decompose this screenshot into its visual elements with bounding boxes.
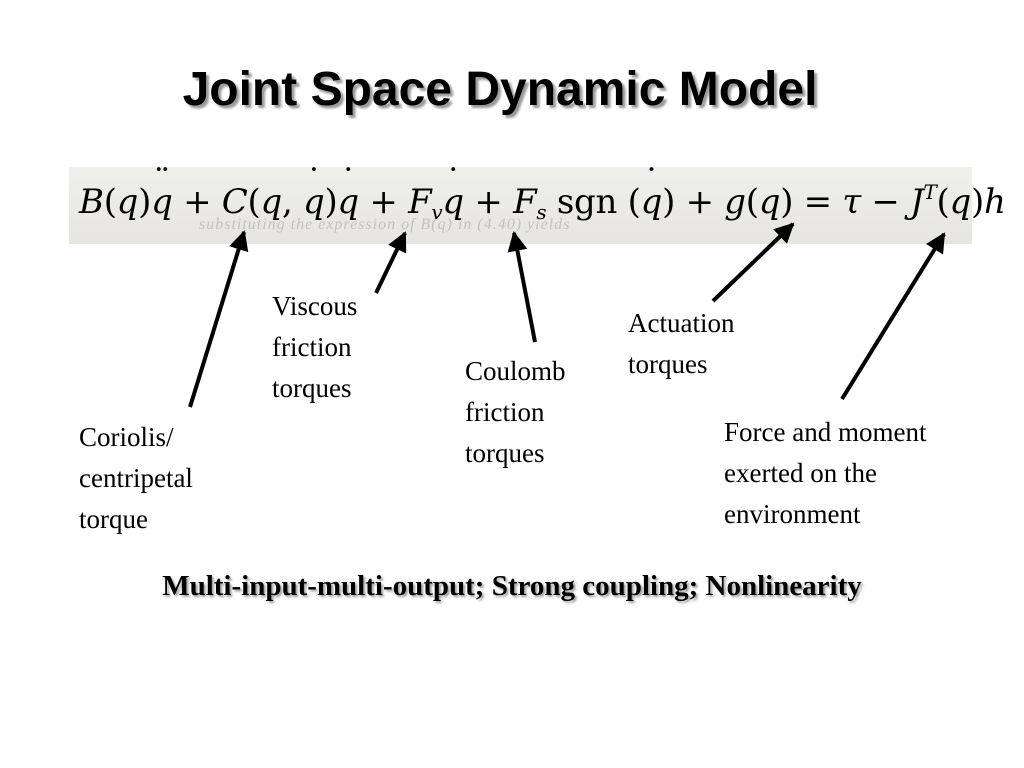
arrow-environment (840, 232, 946, 401)
arrow-coulomb (507, 231, 537, 343)
label-coriolis-torque: Coriolis/ centripetal torque (79, 422, 193, 534)
slide-footer: Multi-input-multi-output; Strong couplin… (162, 570, 862, 602)
arrow-actuation (711, 222, 795, 303)
equation-image: substituting the expression of B(q) in (… (69, 167, 1006, 244)
label-environment-force: Force and moment exerted on the environm… (724, 417, 927, 529)
label-coulomb-friction: Coulomb friction torques (465, 356, 566, 468)
slide-title: Joint Space Dynamic Model (182, 63, 818, 116)
arrow-viscous (374, 231, 407, 294)
label-actuation-torques: Actuation torques (628, 308, 735, 379)
equation-bleed-through: substituting the expression of B(q) in (… (199, 216, 571, 233)
arrow-coriolis (188, 230, 249, 408)
dynamic-equation: B(q)q + C(q, q)q + Fvq + Fs sgn (q) + g(… (79, 180, 1006, 224)
label-viscous-friction: Viscous friction torques (272, 291, 358, 403)
